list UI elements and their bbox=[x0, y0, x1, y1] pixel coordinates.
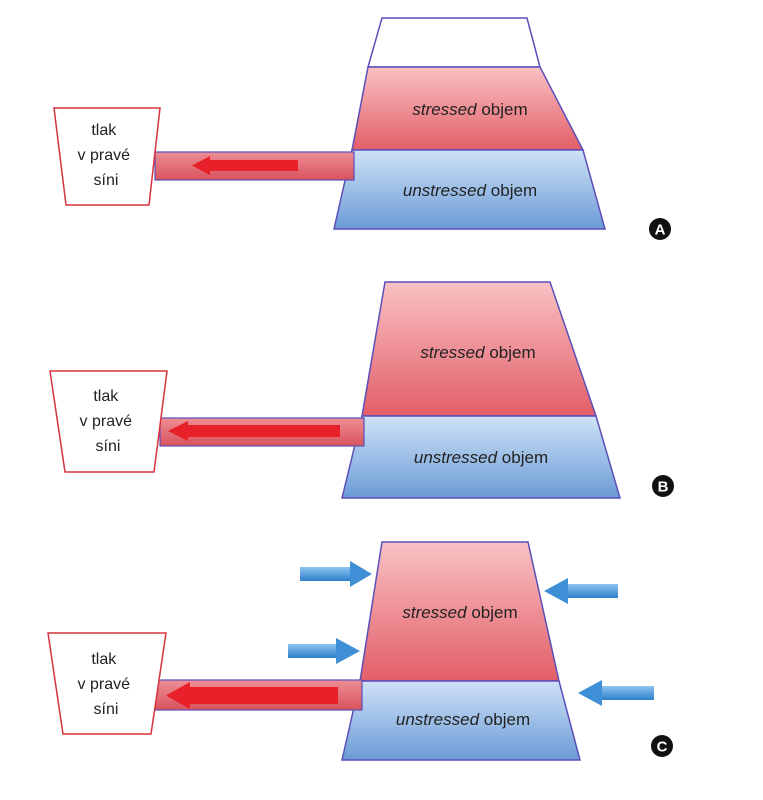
badge-b: B bbox=[652, 475, 674, 497]
unstressed-word-c: unstressed bbox=[396, 710, 480, 729]
unstressed-word-a: unstressed bbox=[403, 181, 487, 200]
flow-arrow-a bbox=[192, 156, 298, 175]
objem-word-c2: objem bbox=[484, 710, 530, 729]
stressed-word-b: stressed bbox=[420, 343, 485, 362]
stressed-label-c: stressed objem bbox=[402, 603, 517, 622]
compression-arrow-left-upper bbox=[300, 561, 372, 587]
panel-a: stressed objem unstressed objem tlak v p… bbox=[53, 17, 671, 240]
unstressed-word-b: unstressed bbox=[414, 448, 498, 467]
unstressed-volume-c bbox=[341, 680, 581, 761]
objem-word-a2: objem bbox=[491, 181, 537, 200]
compression-arrow-right-lower bbox=[578, 680, 654, 706]
panel-c: stressed objem unstressed objem tlak v p… bbox=[47, 541, 673, 761]
compression-arrow-right-upper bbox=[544, 578, 618, 604]
svg-text:C: C bbox=[657, 739, 668, 756]
badge-c: C bbox=[651, 735, 673, 757]
stressed-word-a: stressed bbox=[412, 100, 477, 119]
unstressed-label-b: unstressed objem bbox=[414, 448, 548, 467]
svg-text:B: B bbox=[658, 479, 669, 496]
svg-text:A: A bbox=[655, 222, 666, 239]
stressed-label-a: stressed objem bbox=[412, 100, 527, 119]
objem-word-a1: objem bbox=[481, 100, 527, 119]
unstressed-label-c: unstressed objem bbox=[396, 710, 530, 729]
empty-volume-a bbox=[367, 17, 541, 68]
flow-arrow-b bbox=[168, 421, 340, 441]
panel-b: stressed objem unstressed objem tlak v p… bbox=[49, 281, 674, 499]
pressure-label-a: tlak v pravé síni bbox=[78, 122, 135, 189]
flow-arrow-c bbox=[166, 682, 338, 709]
unstressed-volume-b bbox=[341, 415, 622, 499]
right-atrium-c bbox=[47, 632, 167, 735]
unstressed-volume-a bbox=[333, 149, 606, 230]
unstressed-label-a: unstressed objem bbox=[403, 181, 537, 200]
compression-arrow-left-lower bbox=[288, 638, 360, 664]
pressure-label-c: tlak v pravé síni bbox=[78, 651, 135, 718]
right-atrium-b bbox=[49, 370, 168, 473]
stressed-word-c: stressed bbox=[402, 603, 467, 622]
right-atrium-a bbox=[53, 107, 161, 206]
objem-word-c1: objem bbox=[471, 603, 517, 622]
objem-word-b1: objem bbox=[489, 343, 535, 362]
pressure-label-b: tlak v pravé síni bbox=[80, 388, 137, 455]
objem-word-b2: objem bbox=[502, 448, 548, 467]
stressed-label-b: stressed objem bbox=[420, 343, 535, 362]
badge-a: A bbox=[649, 218, 671, 240]
